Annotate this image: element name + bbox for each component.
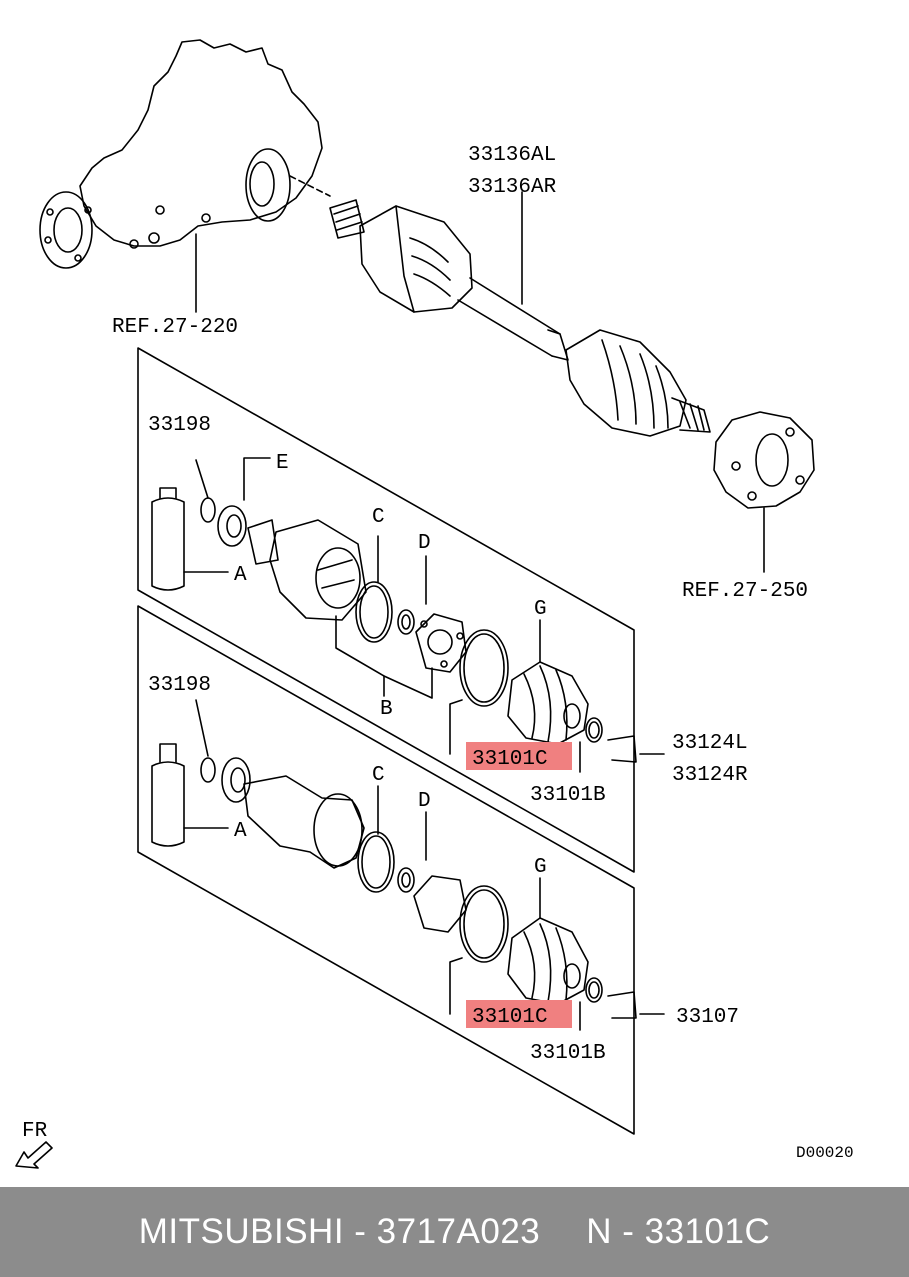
label-ref-diff: REF.27-220: [112, 316, 238, 339]
label-boot-kit-r: 33124R: [672, 764, 748, 787]
label-c-bottom: C: [372, 764, 385, 787]
drawing-code: D00020: [796, 1144, 854, 1162]
upper-kit-frame: [137, 347, 635, 873]
label-c-top: C: [372, 506, 385, 529]
label-boot-kit-l: 33124L: [672, 732, 748, 755]
label-a-bottom: A: [234, 820, 247, 843]
label-g-bottom: G: [534, 856, 547, 879]
label-e: E: [276, 452, 289, 475]
label-band-top: 33101C: [472, 748, 548, 771]
label-shaft-l: 33136AL: [468, 144, 556, 167]
fr-arrow-icon: [15, 1141, 53, 1169]
label-b: B: [380, 698, 393, 721]
footer-brand-part: MITSUBISHI - 3717A023: [138, 1212, 541, 1251]
label-circlip-top: 33198: [148, 414, 211, 437]
parts-diagram: 33136AL 33136AR REF.27-220 REF.27-250 33…: [15, 39, 854, 1169]
footer-bar: MITSUBISHI - 3717A023 N - 33101C: [0, 1187, 909, 1277]
drive-shaft-assembly: [329, 199, 711, 437]
label-a-top: A: [234, 564, 247, 587]
label-circlip-bottom: 33198: [148, 674, 211, 697]
label-g-top: G: [534, 598, 547, 621]
lower-kit-frame: [137, 605, 635, 1135]
label-clamp-bottom: 33101B: [530, 1042, 606, 1065]
label-d-bottom: D: [418, 790, 431, 813]
hub-flange: [713, 411, 815, 509]
label-ref-hub: REF.27-250: [682, 580, 808, 603]
differential-housing: [39, 39, 331, 269]
upper-kit-parts: [151, 457, 665, 773]
label-boot-kit-bottom: 33107: [676, 1006, 739, 1029]
label-shaft-r: 33136AR: [468, 176, 557, 199]
label-direction: FR: [22, 1120, 48, 1143]
label-band-bottom: 33101C: [472, 1006, 548, 1029]
highlight-band-top: [466, 742, 572, 770]
footer-ref-part: N - 33101C: [586, 1212, 771, 1251]
highlight-band-bottom: [466, 1000, 572, 1028]
label-d-top: D: [418, 532, 431, 555]
lower-kit-parts: [151, 699, 665, 1031]
label-clamp-top: 33101B: [530, 784, 606, 807]
